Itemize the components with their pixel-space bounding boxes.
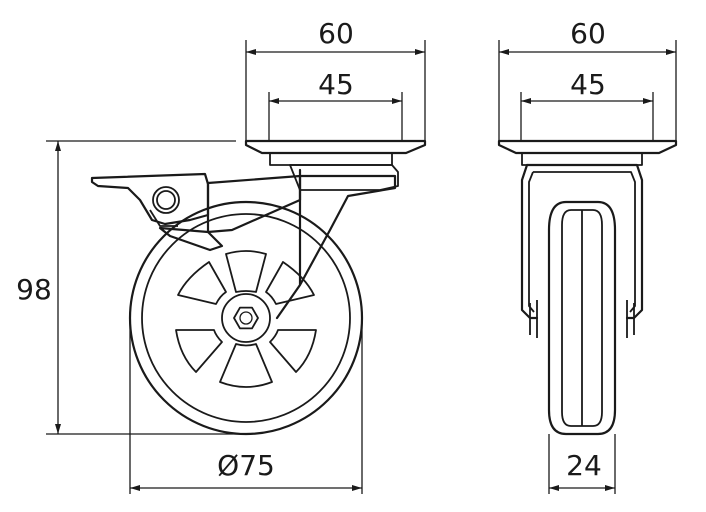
front-wheel-rim bbox=[141, 213, 351, 423]
side-hole-spacing-label: 45 bbox=[570, 68, 606, 101]
front-brake-housing bbox=[206, 174, 302, 234]
wheel-width-label: 24 bbox=[566, 449, 602, 482]
side-fork bbox=[520, 163, 644, 320]
side-axle-left bbox=[529, 300, 538, 338]
front-dimensions: 60 45 98 Ø75 bbox=[16, 17, 426, 494]
overall-height-label: 98 bbox=[16, 273, 52, 306]
side-dimensions: 60 45 24 bbox=[498, 17, 677, 494]
front-axle-nut bbox=[233, 306, 259, 330]
wheel-diameter-label: Ø75 bbox=[217, 449, 275, 482]
front-hole-spacing-label: 45 bbox=[318, 68, 354, 101]
side-swivel-bearing bbox=[521, 152, 643, 166]
front-brake-pivot bbox=[156, 190, 176, 210]
front-brake-pad bbox=[158, 226, 224, 252]
front-wheel-spokes bbox=[175, 250, 317, 388]
side-axle-right bbox=[626, 300, 635, 338]
side-wheel-tread bbox=[547, 200, 617, 436]
side-plate-width-label: 60 bbox=[570, 17, 606, 50]
side-mounting-plate bbox=[497, 139, 678, 155]
front-fork bbox=[275, 168, 397, 320]
front-mounting-plate bbox=[244, 139, 427, 155]
front-wheel-hub bbox=[221, 293, 271, 343]
front-plate-width-label: 60 bbox=[318, 17, 354, 50]
front-view bbox=[90, 139, 427, 436]
side-view bbox=[497, 139, 678, 436]
front-swivel-bearing bbox=[269, 152, 393, 166]
